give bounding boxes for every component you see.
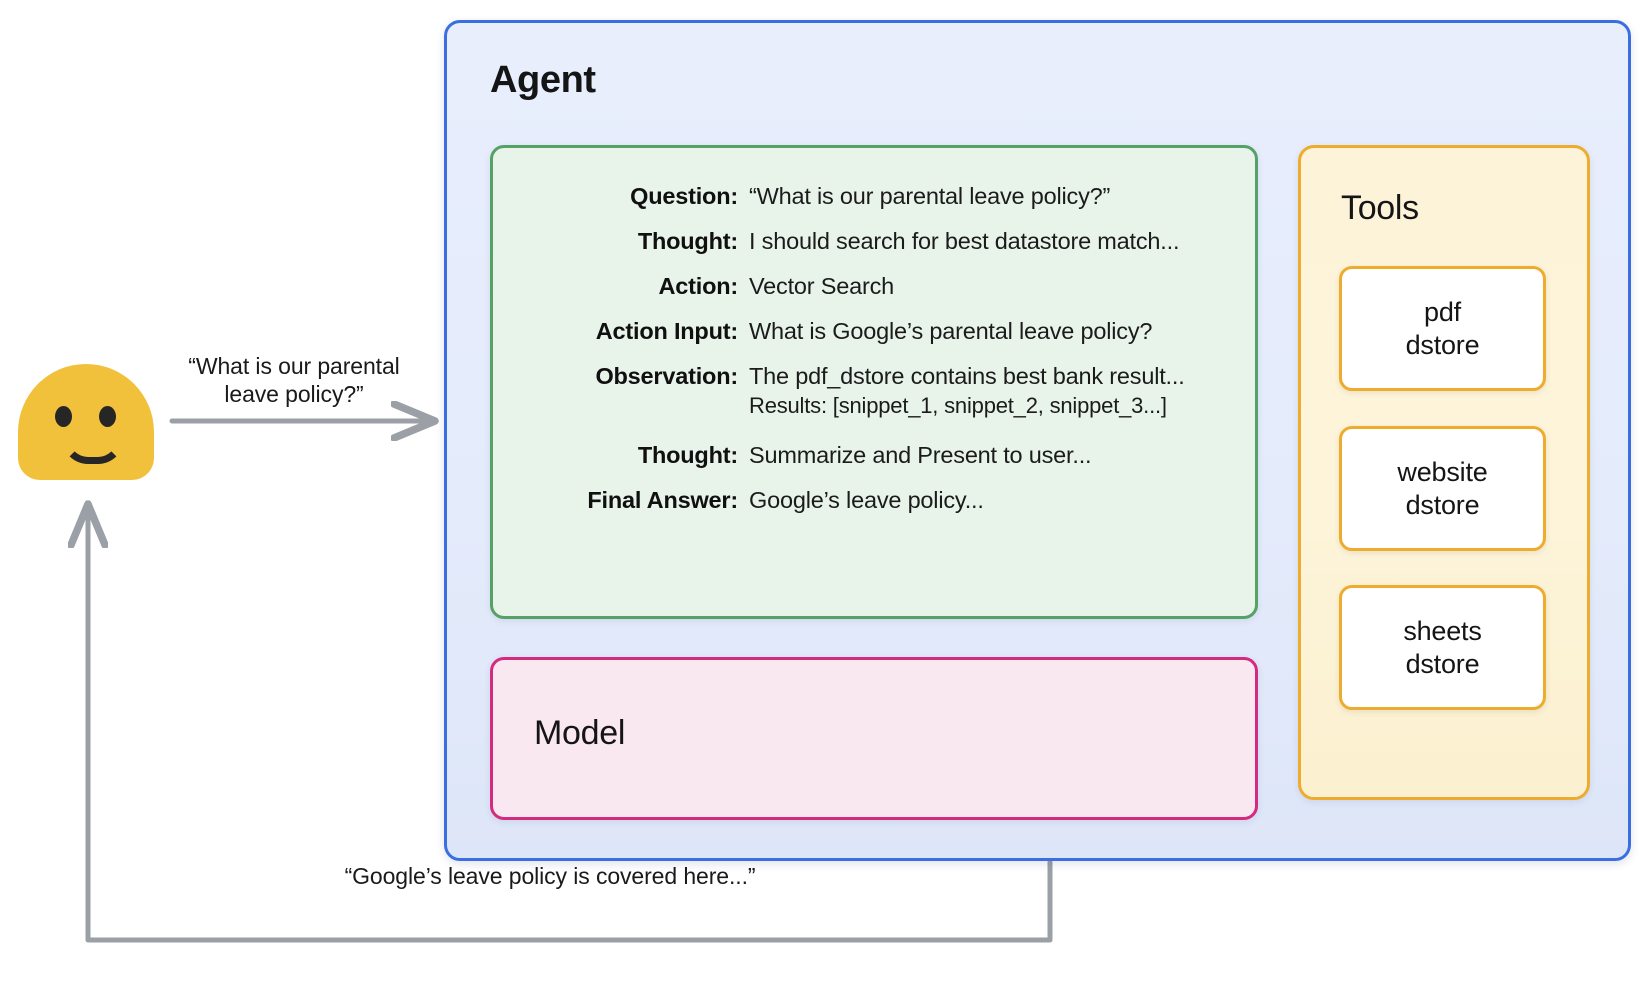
avatar-right-eye-icon (99, 406, 116, 427)
trace-row: Thought: I should search for best datast… (493, 227, 1225, 256)
model-title: Model (534, 714, 626, 752)
trace-row-label: Action Input: (595, 318, 738, 344)
tool-card-line2: dstore (1405, 648, 1480, 679)
trace-row: Final Answer: Google’s leave policy... (493, 486, 1225, 515)
trace-row-label: Thought: (637, 228, 738, 254)
trace-row: Question: “What is our parental leave po… (493, 182, 1225, 211)
user-request-label: “What is our parental leave policy?” (188, 353, 400, 407)
trace-row-value: I should search for best datastore match… (749, 228, 1180, 254)
trace-row-label: Observation: (595, 363, 738, 389)
tool-card-label: sheets dstore (1403, 615, 1482, 681)
trace-row-value-line1: The pdf_dstore contains best bank result… (749, 363, 1185, 389)
tool-card-sheets-dstore[interactable]: sheets dstore (1339, 585, 1546, 710)
tools-panel: Tools pdf dstore website dstore sheets d… (1298, 145, 1590, 800)
trace-row-value: Vector Search (749, 273, 895, 299)
tool-card-label: website dstore (1397, 456, 1487, 522)
tools-title: Tools (1341, 189, 1419, 227)
tool-card-line2: dstore (1405, 489, 1480, 520)
trace-row-value: Summarize and Present to user... (749, 442, 1092, 468)
agent-reasoning-trace-panel: Question: “What is our parental leave po… (490, 145, 1258, 619)
trace-row-value: Google’s leave policy... (749, 487, 984, 513)
trace-row: Thought: Summarize and Present to user..… (493, 441, 1225, 470)
tool-card-line2: dstore (1405, 329, 1480, 360)
tool-card-website-dstore[interactable]: website dstore (1339, 426, 1546, 551)
trace-row: Action Input: What is Google’s parental … (493, 317, 1225, 346)
trace-row-label: Thought: (637, 442, 738, 468)
trace-row-label: Question: (630, 183, 738, 209)
trace-row-value: What is Google’s parental leave policy? (749, 318, 1153, 344)
agent-response-label: “Google’s leave policy is covered here..… (344, 863, 756, 889)
avatar-left-eye-icon (55, 406, 72, 427)
avatar-smile-icon (62, 426, 124, 464)
tool-card-pdf-dstore[interactable]: pdf dstore (1339, 266, 1546, 391)
trace-row-label: Final Answer: (587, 487, 738, 513)
user-avatar-icon (18, 364, 154, 480)
model-panel: Model (490, 657, 1258, 820)
tool-card-line1: sheets (1403, 615, 1482, 646)
agent-container: Agent Question: “What is our parental le… (444, 20, 1631, 861)
trace-row-list: Question: “What is our parental leave po… (493, 182, 1225, 531)
tool-card-line1: pdf (1424, 296, 1461, 327)
trace-row: Observation: The pdf_dstore contains bes… (493, 362, 1225, 420)
trace-row: Action: Vector Search (493, 272, 1225, 301)
agent-title: Agent (490, 59, 596, 101)
trace-row-value: “What is our parental leave policy?” (749, 183, 1111, 209)
trace-row-label: Action: (658, 273, 738, 299)
trace-row-value: The pdf_dstore contains best bank result… (738, 362, 1185, 420)
tool-card-line1: website (1397, 456, 1488, 487)
trace-row-value-line2: Results: [snippet_1, snippet_2, snippet_… (749, 393, 1167, 418)
tool-card-label: pdf dstore (1406, 296, 1480, 362)
